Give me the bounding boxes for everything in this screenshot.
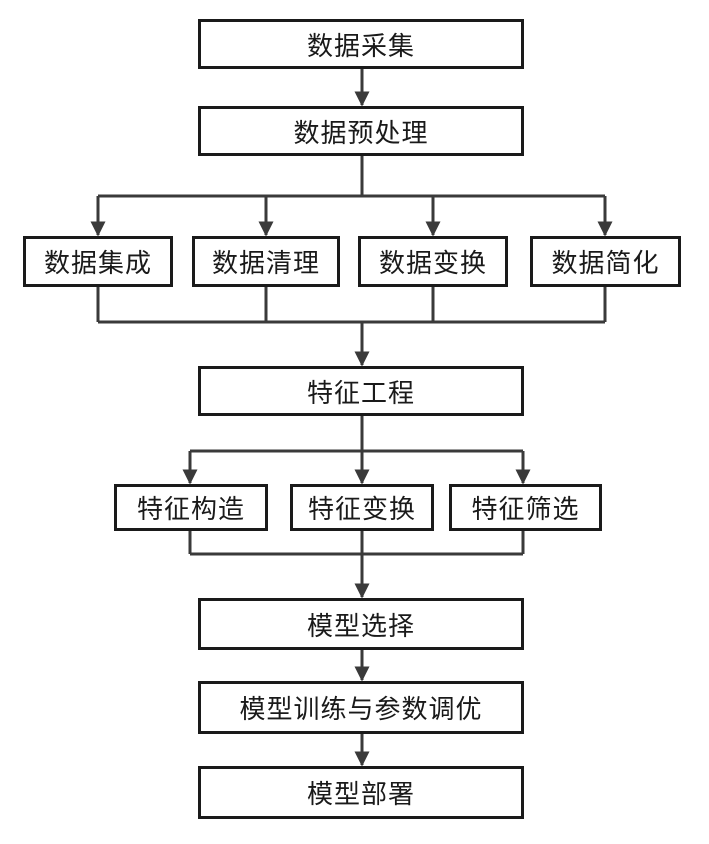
node-model-deployment: 模型部署	[198, 766, 524, 819]
node-label: 模型选择	[306, 611, 415, 642]
node-data-integration: 数据集成	[23, 236, 173, 287]
node-label: 特征变换	[307, 495, 416, 525]
node-label: 模型训练与参数调优	[239, 695, 483, 725]
node-model-selection: 模型选择	[198, 598, 524, 650]
node-feature-engineering: 特征工程	[198, 366, 524, 416]
node-data-transform: 数据变换	[358, 236, 508, 287]
node-feature-selection: 特征筛选	[449, 484, 602, 531]
node-label: 数据集成	[43, 249, 152, 279]
node-label: 数据简化	[551, 249, 660, 279]
node-label: 数据变换	[378, 249, 487, 279]
node-label: 模型部署	[306, 780, 415, 810]
node-label: 数据清理	[211, 249, 320, 279]
node-label: 特征构造	[136, 495, 245, 525]
node-data-preprocessing: 数据预处理	[198, 106, 524, 156]
node-model-training: 模型训练与参数调优	[198, 681, 524, 734]
node-data-cleaning: 数据清理	[192, 236, 340, 287]
node-data-reduction: 数据简化	[530, 236, 681, 287]
node-label: 数据采集	[306, 31, 415, 62]
node-feature-construction: 特征构造	[114, 484, 268, 531]
node-label: 特征筛选	[471, 495, 580, 525]
node-label: 数据预处理	[293, 118, 429, 149]
node-label: 特征工程	[306, 378, 415, 409]
node-data-collection: 数据采集	[198, 19, 524, 69]
node-feature-transform: 特征变换	[290, 484, 434, 531]
